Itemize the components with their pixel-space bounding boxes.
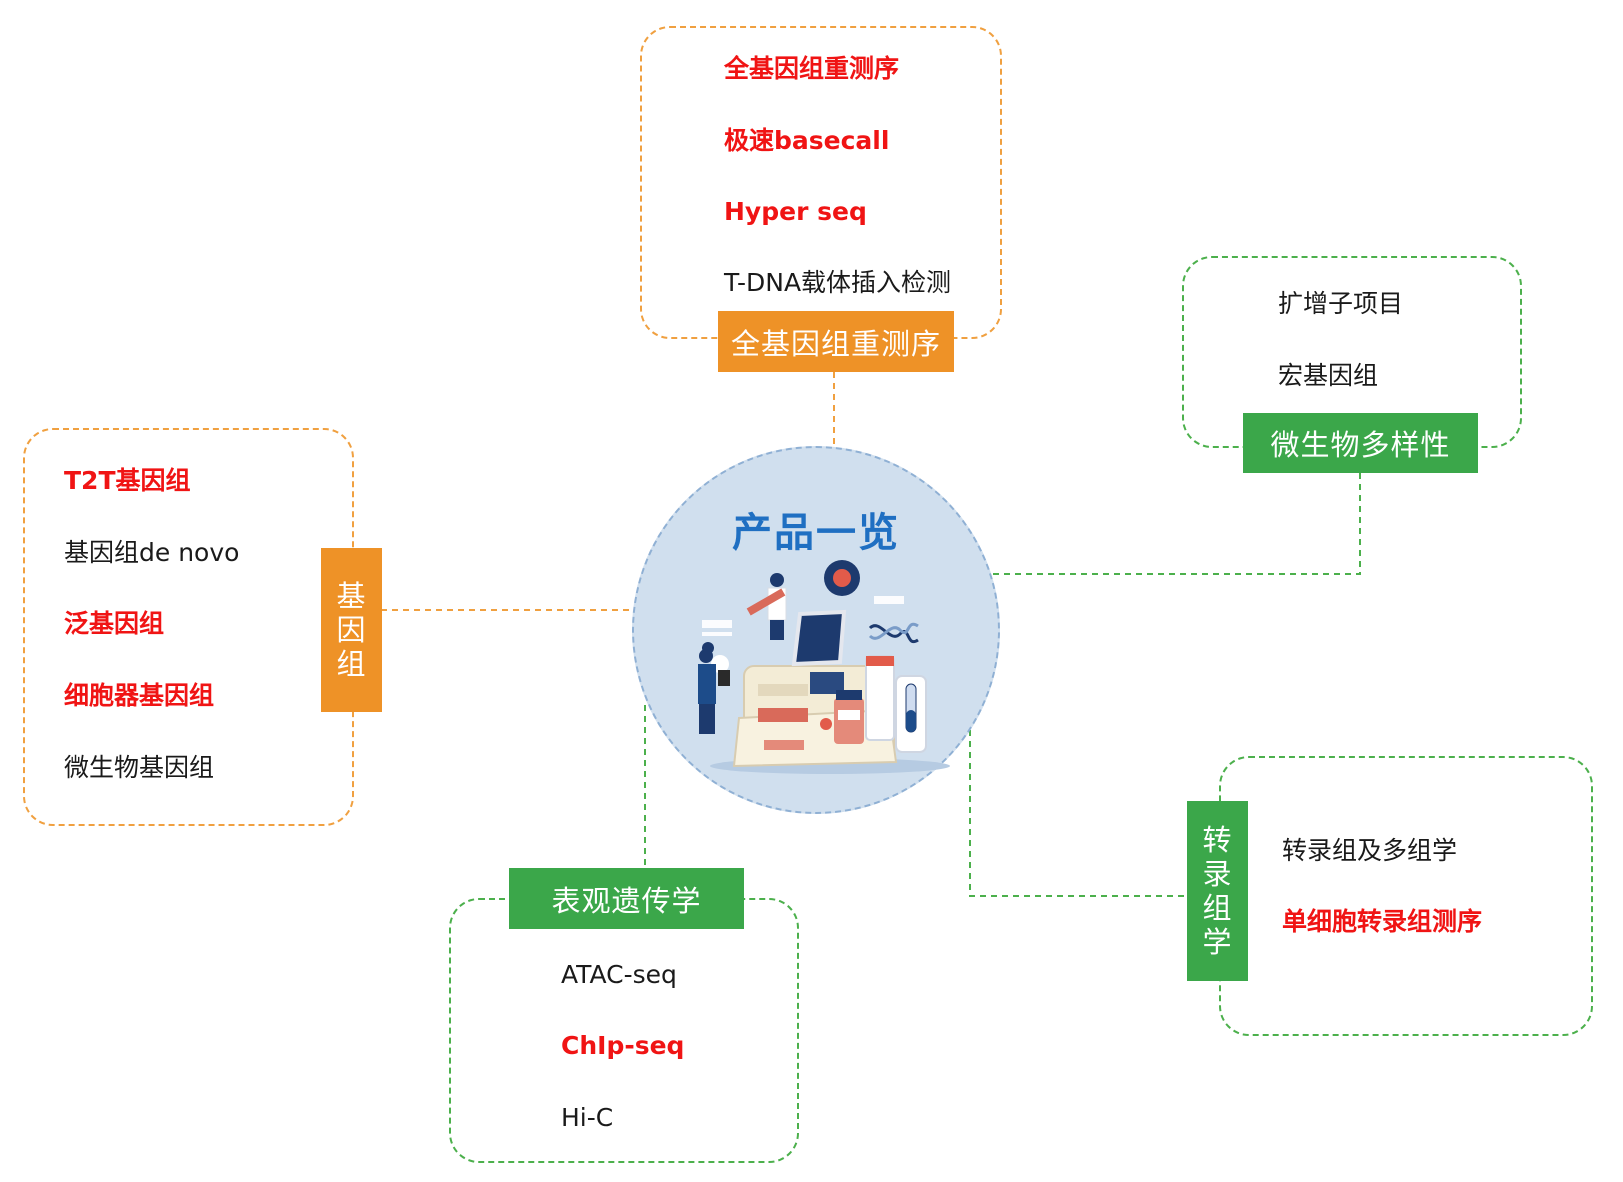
red-button (820, 718, 832, 730)
info-panel-left-2 (702, 632, 732, 636)
transcriptome-label-char-4: 学 (1202, 925, 1233, 959)
dna-strand (868, 624, 919, 644)
connector-transcriptome (969, 730, 1186, 897)
hub-title: 产品一览 (732, 510, 900, 556)
transcriptome-label[interactable]: 转 录 组 学 (1187, 801, 1248, 981)
transcriptome-label-char-1: 转 (1202, 823, 1233, 857)
epigenetics-box (449, 898, 799, 1163)
red-tray-2 (764, 740, 804, 750)
genome-label-char-3: 组 (336, 647, 367, 681)
genome-item-4[interactable]: 细胞器基因组 (64, 681, 215, 710)
machine-slot (758, 684, 808, 696)
dna-strand-2 (868, 622, 919, 640)
test-tube-liquid (906, 710, 916, 732)
worker-body (698, 664, 716, 704)
covid-card (865, 655, 895, 741)
worker-head (699, 649, 713, 663)
clipboard (718, 670, 730, 686)
info-panel-right (874, 596, 904, 604)
microbe-item-2[interactable]: 宏基因组 (1278, 361, 1379, 390)
virus (833, 569, 851, 587)
red-tray (758, 708, 808, 722)
transcriptome-label-char-2: 录 (1202, 857, 1233, 891)
keypad (810, 672, 844, 694)
genome-box (23, 428, 354, 826)
scientist-head (770, 573, 784, 587)
genome-item-3[interactable]: 泛基因组 (64, 609, 165, 638)
epigenetics-label[interactable]: 表观遗传学 (509, 868, 744, 929)
info-panel-left (702, 620, 732, 628)
scientist-legs (770, 620, 784, 640)
wgs-item-1[interactable]: 全基因组重测序 (724, 54, 900, 83)
wgs-item-2[interactable]: 极速basecall (724, 126, 890, 155)
connector-microbe (993, 473, 1361, 575)
genome-item-5[interactable]: 微生物基因组 (64, 753, 215, 782)
epigenetics-item-3[interactable]: Hi-C (561, 1103, 614, 1132)
genome-label-char-2: 因 (336, 613, 367, 647)
genome-label[interactable]: 基 因 组 (321, 548, 382, 712)
wgs-item-3[interactable]: Hyper seq (724, 197, 867, 226)
tube-red (746, 588, 786, 616)
wgs-label[interactable]: 全基因组重测序 (718, 311, 954, 372)
transcriptome-box (1219, 756, 1593, 1036)
reagent-cap (836, 690, 862, 700)
epigenetics-item-2[interactable]: ChIp-seq (561, 1031, 685, 1060)
genome-item-2[interactable]: 基因组de novo (64, 538, 240, 567)
genome-item-1[interactable]: T2T基因组 (64, 466, 191, 495)
microbe-item-1[interactable]: 扩增子项目 (1278, 289, 1404, 318)
hub-circle[interactable]: 产品一览 (632, 446, 1000, 814)
wgs-box (640, 26, 1002, 339)
machine-screen (791, 609, 847, 667)
transcriptome-item-1[interactable]: 转录组及多组学 (1282, 836, 1458, 865)
transcriptome-item-2[interactable]: 单细胞转录组测序 (1282, 907, 1483, 936)
lab-illustration (698, 560, 950, 774)
reagent-bottle (834, 698, 864, 744)
epigenetics-item-1[interactable]: ATAC-seq (561, 960, 677, 989)
transcriptome-label-char-3: 组 (1202, 891, 1233, 925)
microbe-label[interactable]: 微生物多样性 (1243, 413, 1478, 473)
genome-label-char-1: 基 (336, 579, 367, 613)
worker-legs (699, 704, 715, 734)
reagent-label (838, 710, 860, 720)
covid-card-top (866, 656, 894, 666)
wgs-item-4[interactable]: T-DNA载体插入检测 (724, 268, 952, 297)
